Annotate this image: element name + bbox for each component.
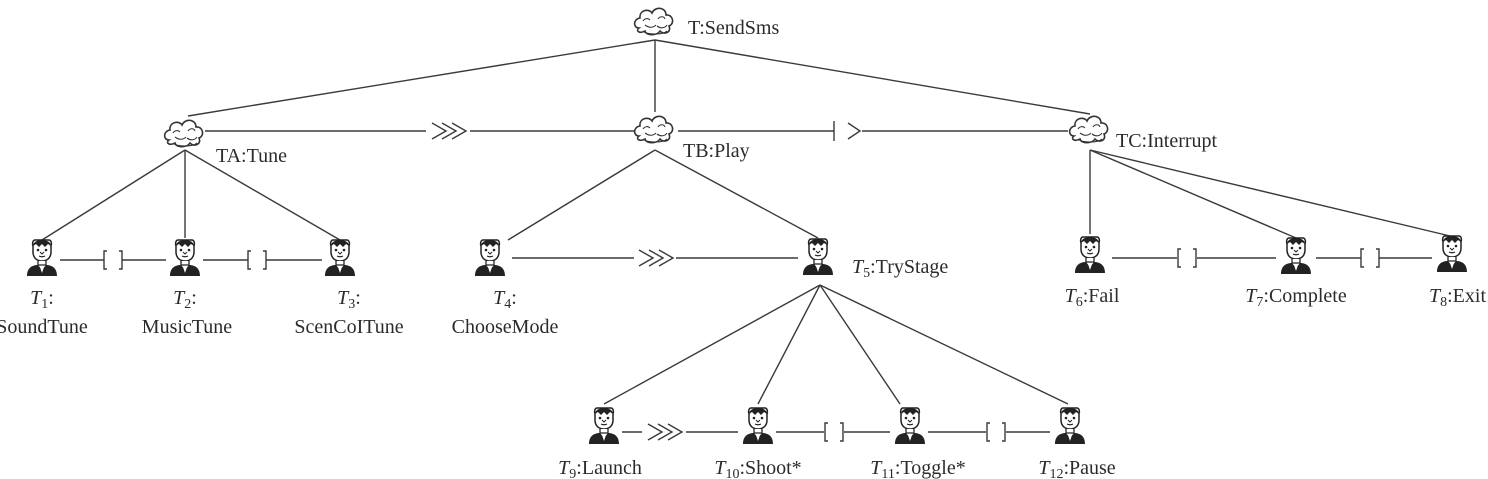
edge-root-tc xyxy=(654,39,1091,115)
node-t9-label: T9:Launch xyxy=(558,457,642,479)
node-t4: T4: ChooseMode xyxy=(452,239,559,338)
node-t3-name: ScenCoITune xyxy=(294,316,403,338)
user-task-icon xyxy=(1280,237,1312,275)
enabling-operator-icon xyxy=(431,122,467,140)
tree-edges xyxy=(41,39,1451,405)
node-t12-label: T12:Pause xyxy=(1038,457,1115,479)
node-root: T:SendSms xyxy=(633,7,779,39)
node-t1: T1: SoundTune xyxy=(0,239,88,338)
node-t12: T12:Pause xyxy=(1038,407,1116,479)
edge-root-ta xyxy=(187,39,656,117)
node-t6: T6:Fail xyxy=(1065,236,1120,310)
node-ta-label: TA:Tune xyxy=(216,145,287,167)
edge-tb-t5 xyxy=(654,149,819,239)
node-t11-label: T11:Toggle* xyxy=(870,457,965,479)
choice-operator-icon xyxy=(824,422,844,442)
abstract-cloud-icon xyxy=(1068,115,1109,144)
node-tb-label: TB:Play xyxy=(683,140,750,162)
user-task-icon xyxy=(1074,236,1106,274)
node-ta: TA:Tune xyxy=(163,119,287,167)
node-tc-label: TC:Interrupt xyxy=(1116,130,1218,152)
abstract-cloud-icon xyxy=(633,7,674,36)
node-t3-label: T3: xyxy=(337,287,361,312)
user-task-icon xyxy=(169,239,201,277)
edge-tc-t7 xyxy=(1089,149,1297,239)
user-task-icon xyxy=(1054,407,1086,445)
suspend-resume-operator-icon xyxy=(833,120,861,142)
choice-operator-icon xyxy=(1177,248,1197,268)
node-t10: T10:Shoot* xyxy=(714,407,802,479)
enabling-operator-icon xyxy=(647,423,683,441)
node-t4-name: ChooseMode xyxy=(452,316,559,338)
edge-ta-t1 xyxy=(41,149,186,241)
node-t7: T7:Complete xyxy=(1245,237,1347,310)
node-t3: T3: ScenCoITune xyxy=(294,239,404,338)
node-t2: T2: MusicTune xyxy=(142,239,233,338)
choice-operator-icon xyxy=(103,250,123,270)
node-tc: TC:Interrupt xyxy=(1068,115,1218,152)
user-task-icon xyxy=(588,407,620,445)
node-t8-label: T8:Exit xyxy=(1429,285,1486,310)
edge-ta-t3 xyxy=(184,149,341,241)
edge-t5-t11 xyxy=(819,284,901,405)
node-t9: T9:Launch xyxy=(558,407,642,479)
node-t11: T11:Toggle* xyxy=(870,407,966,479)
node-t6-label: T6:Fail xyxy=(1065,285,1120,310)
node-t8: T8:Exit xyxy=(1429,235,1486,310)
edge-t5-t12 xyxy=(819,284,1069,405)
edge-tc-t8 xyxy=(1089,149,1451,237)
node-t2-name: MusicTune xyxy=(142,316,233,338)
node-t5: T5:TryStage xyxy=(802,238,948,281)
node-t10-label: T10:Shoot* xyxy=(714,457,801,479)
user-task-icon xyxy=(474,239,506,277)
node-t2-label: T2: xyxy=(173,287,197,312)
node-root-label: T:SendSms xyxy=(688,17,779,39)
edge-t5-t9 xyxy=(603,284,821,405)
user-task-icon xyxy=(894,407,926,445)
choice-operator-icon xyxy=(1360,248,1380,268)
edge-t5-t10 xyxy=(757,284,821,405)
node-t1-name: SoundTune xyxy=(0,316,88,338)
operator-lines xyxy=(60,120,1432,442)
node-t7-label: T7:Complete xyxy=(1245,285,1347,310)
node-t4-label: T4: xyxy=(493,287,517,312)
user-task-icon xyxy=(1436,235,1468,273)
abstract-cloud-icon xyxy=(163,119,204,148)
node-tb: TB:Play xyxy=(633,115,750,162)
node-t1-label: T1: xyxy=(30,287,54,312)
user-task-icon xyxy=(802,238,834,276)
choice-operator-icon xyxy=(247,250,267,270)
user-task-icon xyxy=(324,239,356,277)
node-t5-label: T5:TryStage xyxy=(852,256,948,281)
edge-tb-t4 xyxy=(507,149,656,241)
user-task-icon xyxy=(742,407,774,445)
enabling-operator-icon xyxy=(638,249,674,267)
user-task-icon xyxy=(26,239,58,277)
abstract-cloud-icon xyxy=(633,115,674,144)
choice-operator-icon xyxy=(986,422,1006,442)
